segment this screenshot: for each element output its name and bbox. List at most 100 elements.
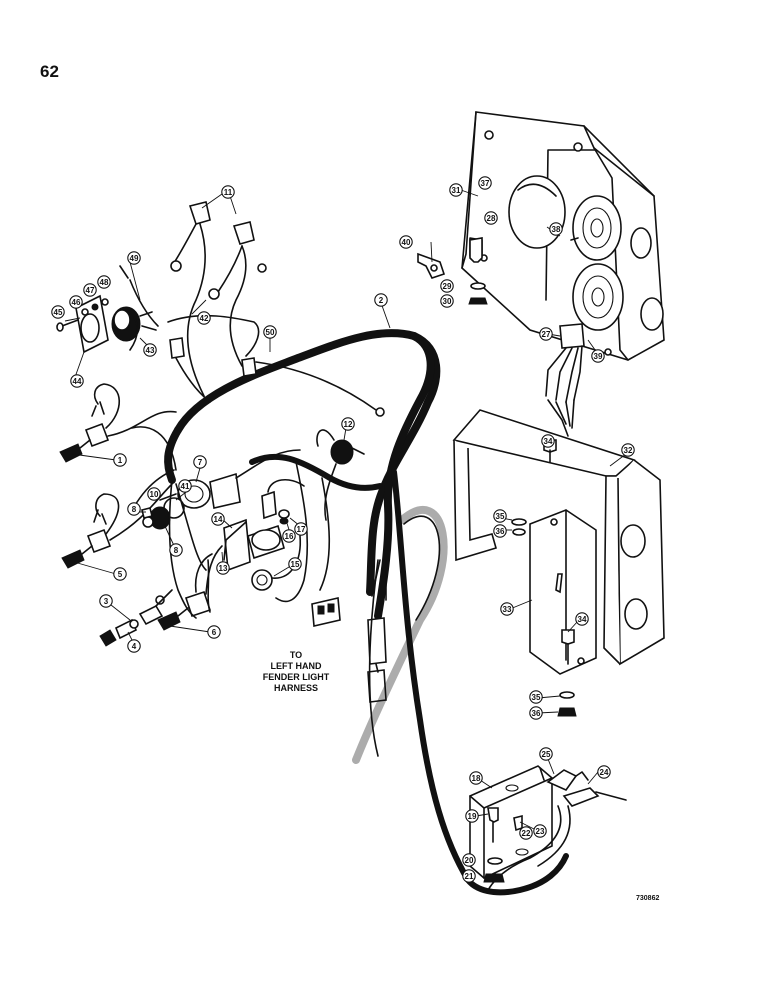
callout-number: 38 — [552, 225, 561, 234]
callout-number: 39 — [594, 352, 603, 361]
callout-c11: 11 — [221, 185, 235, 199]
callout-number: 6 — [212, 628, 217, 637]
wire-50 — [255, 361, 385, 417]
callout-circle — [539, 327, 553, 341]
callout-c37: 37 — [478, 176, 492, 190]
callout-number: 35 — [496, 512, 505, 521]
callout-number: 2 — [379, 296, 384, 305]
callout-number: 40 — [402, 238, 411, 247]
note-line-4: HARNESS — [274, 683, 318, 693]
callout-circle — [69, 295, 83, 309]
callout-c13: 13 — [216, 561, 230, 575]
callout-number: 29 — [443, 282, 452, 291]
callout-circle — [83, 283, 97, 297]
callout-number: 34 — [578, 615, 587, 624]
callout-circle — [99, 594, 113, 608]
callout-c50: 50 — [263, 325, 277, 339]
connector-16-17 — [278, 509, 290, 525]
switch-mounting-bracket — [469, 765, 627, 891]
small-hardware-45-49 — [56, 265, 129, 332]
callout-c18: 18 — [469, 771, 483, 785]
callout-circle — [143, 343, 157, 357]
light-housing — [461, 111, 665, 361]
callout-c14: 14 — [211, 512, 225, 526]
callout-c6: 6 — [207, 625, 221, 639]
toggle-switch-lower — [157, 545, 223, 631]
callout-circle — [113, 567, 127, 581]
callout-number: 13 — [219, 564, 228, 573]
callout-circle — [193, 455, 207, 469]
callout-number: 24 — [600, 768, 609, 777]
callout-circle — [211, 512, 225, 526]
callout-circle — [529, 706, 543, 720]
callout-circle — [575, 612, 589, 626]
callout-c17: 17 — [294, 522, 308, 536]
callout-circle — [51, 305, 65, 319]
note-line-1: TO — [290, 650, 302, 660]
light-pigtail-27 — [545, 323, 585, 437]
callout-number: 21 — [465, 872, 474, 881]
callout-circle — [478, 176, 492, 190]
callout-c41: 41 — [178, 479, 192, 493]
callout-c25: 25 — [539, 747, 553, 761]
callout-c31: 31 — [449, 183, 463, 197]
callout-circle — [465, 809, 479, 823]
callout-number: 48 — [100, 278, 109, 287]
callout-circle — [449, 183, 463, 197]
callout-number: 36 — [532, 709, 541, 718]
callout-c34a: 34 — [541, 434, 555, 448]
note-line-3: FENDER LIGHT — [263, 672, 330, 682]
drawing-reference: 730862 — [636, 895, 659, 902]
callout-c29: 29 — [440, 279, 454, 293]
callout-circle — [374, 293, 388, 307]
callout-c7: 7 — [193, 455, 207, 469]
callout-circle — [127, 639, 141, 653]
callout-c2: 2 — [374, 293, 388, 307]
callout-number: 25 — [542, 750, 551, 759]
callout-circle — [529, 690, 543, 704]
callout-circle — [282, 529, 296, 543]
callout-number: 20 — [465, 856, 474, 865]
callout-circle — [597, 765, 611, 779]
callout-number: 44 — [73, 377, 82, 386]
callout-number: 36 — [496, 527, 505, 536]
callout-circle — [263, 325, 277, 339]
callout-number: 1 — [118, 456, 123, 465]
callout-circle — [484, 211, 498, 225]
callout-c10: 10 — [147, 487, 161, 501]
callout-number: 23 — [536, 827, 545, 836]
callout-circle — [113, 453, 127, 467]
callout-c43: 43 — [143, 343, 157, 357]
callout-c39: 39 — [591, 349, 605, 363]
callout-circle — [519, 826, 533, 840]
callout-circle — [539, 747, 553, 761]
callout-c27: 27 — [539, 327, 553, 341]
light-mounting-bracket — [452, 409, 665, 717]
callout-number: 43 — [146, 346, 155, 355]
callout-circle — [440, 279, 454, 293]
callout-c30: 30 — [440, 294, 454, 308]
callout-c47: 47 — [83, 283, 97, 297]
callout-c32: 32 — [621, 443, 635, 457]
callout-number: 30 — [443, 297, 452, 306]
callout-c40: 40 — [399, 235, 413, 249]
callout-c49: 49 — [127, 251, 141, 265]
callout-number: 47 — [86, 286, 95, 295]
callout-circle — [493, 524, 507, 538]
callout-number: 42 — [200, 314, 209, 323]
callout-number: 7 — [198, 458, 203, 467]
page-number: 62 — [40, 62, 59, 81]
callout-number: 4 — [132, 642, 137, 651]
callout-number: 5 — [118, 570, 123, 579]
callout-number: 49 — [130, 254, 139, 263]
callout-number: 33 — [503, 605, 512, 614]
callout-c24: 24 — [597, 765, 611, 779]
callout-circle — [591, 349, 605, 363]
callout-number: 50 — [266, 328, 275, 337]
callout-circle — [493, 509, 507, 523]
cap-8 — [141, 507, 153, 519]
callout-number: 3 — [104, 597, 109, 606]
callout-number: 15 — [291, 560, 300, 569]
callout-number: 11 — [224, 188, 233, 197]
light-12 — [316, 429, 365, 521]
